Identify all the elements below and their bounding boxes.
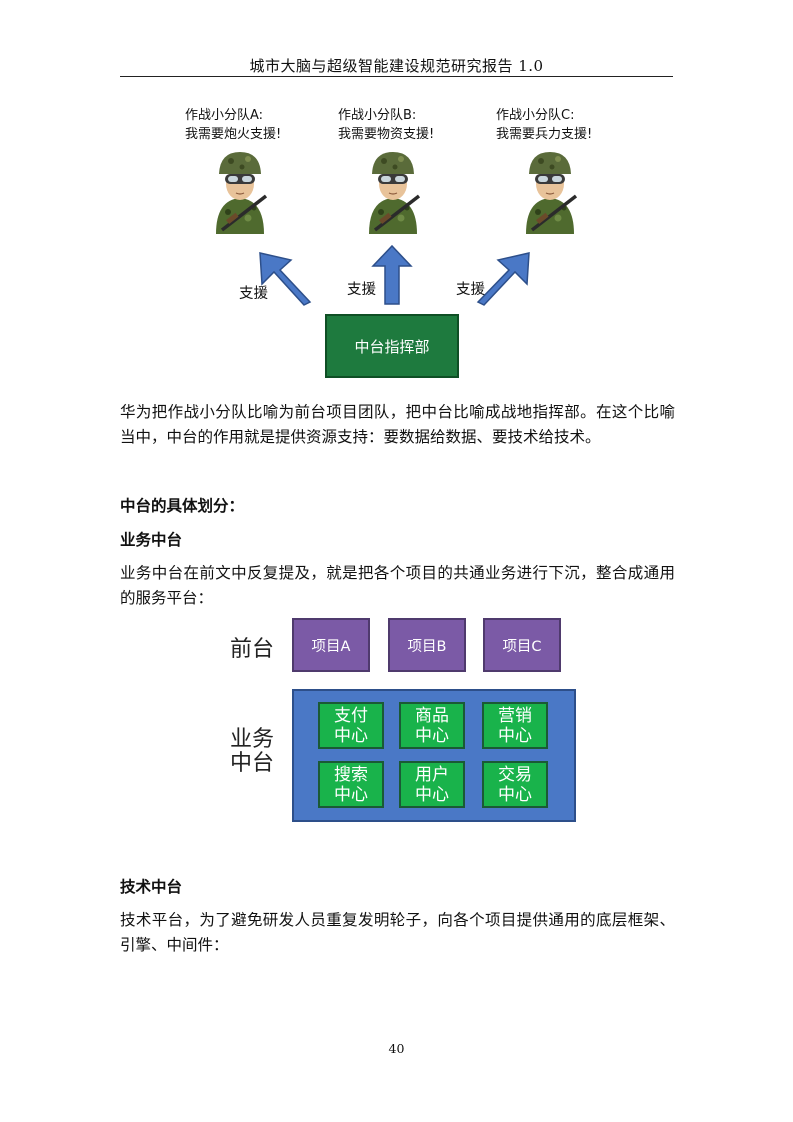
header-title: 城市大脑与超级智能建设规范研究报告 1.0 xyxy=(249,57,544,75)
soldier-a-icon xyxy=(214,150,268,236)
support-label-b: 支援 xyxy=(347,282,376,298)
project-a-box: 项目A xyxy=(292,618,370,672)
squad-a-name: 作战小分队A: xyxy=(185,108,264,123)
squad-b-name: 作战小分队B: xyxy=(338,108,417,123)
center-product: 商品 中心 xyxy=(399,702,465,749)
paragraph-tech-platform: 技术平台，为了避免研发人员重复发明轮子，向各个项目提供通用的底层框架、引擎、中间… xyxy=(120,911,675,954)
soldier-b-icon xyxy=(367,150,421,236)
paragraph-business-platform: 业务中台在前文中反复提及，就是把各个项目的共通业务进行下沉，整合成通用的服务平台… xyxy=(120,564,675,607)
soldier-c-icon xyxy=(524,150,578,236)
center-payment: 支付 中心 xyxy=(318,702,384,749)
center-marketing: 营销 中心 xyxy=(482,702,548,749)
front-label: 前台 xyxy=(230,637,275,662)
paragraph-analogy: 华为把作战小分队比喻为前台项目团队，把中台比喻成战地指挥部。在这个比喻当中，中台… xyxy=(120,403,675,446)
hq-box: 中台指挥部 xyxy=(325,314,459,378)
heading-tech-platform: 技术中台 xyxy=(120,878,183,896)
squad-a: 作战小分队A: 我需要炮火支援! xyxy=(185,106,315,144)
squad-c-request: 我需要兵力支援! xyxy=(496,127,593,142)
squad-b: 作战小分队B: 我需要物资支援! xyxy=(338,106,468,144)
squad-a-request: 我需要炮火支援! xyxy=(185,127,282,142)
figure-business-platform: 前台 业务 中台 项目A 项目B 项目C 支付 中心 商品 中心 营销 中心 搜… xyxy=(225,612,580,827)
heading-division: 中台的具体划分： xyxy=(120,497,245,515)
squad-c: 作战小分队C: 我需要兵力支援! xyxy=(496,106,626,144)
arrow-to-squad-b-icon xyxy=(371,244,413,305)
support-label-c: 支援 xyxy=(456,282,485,298)
squad-c-name: 作战小分队C: xyxy=(496,108,575,123)
project-b-box: 项目B xyxy=(388,618,466,672)
arrow-to-squad-c-icon xyxy=(476,252,530,306)
center-search: 搜索 中心 xyxy=(318,761,384,808)
figure-command-analogy: 作战小分队A: 我需要炮火支援! 作战小分队B: 我需要物资支援! 作战小分队C… xyxy=(185,98,605,380)
header-divider xyxy=(120,76,673,77)
squad-b-request: 我需要物资支援! xyxy=(338,127,435,142)
business-platform-panel: 支付 中心 商品 中心 营销 中心 搜索 中心 用户 中心 交易 中心 xyxy=(292,689,576,822)
center-user: 用户 中心 xyxy=(399,761,465,808)
figure1-graphics xyxy=(214,150,578,306)
heading-business-platform: 业务中台 xyxy=(120,531,183,549)
middle-label: 业务 中台 xyxy=(230,727,275,776)
project-c-box: 项目C xyxy=(483,618,561,672)
arrow-to-squad-a-icon xyxy=(259,252,312,306)
center-trade: 交易 中心 xyxy=(482,761,548,808)
page-number: 40 xyxy=(388,1041,405,1056)
support-label-a: 支援 xyxy=(239,286,268,302)
